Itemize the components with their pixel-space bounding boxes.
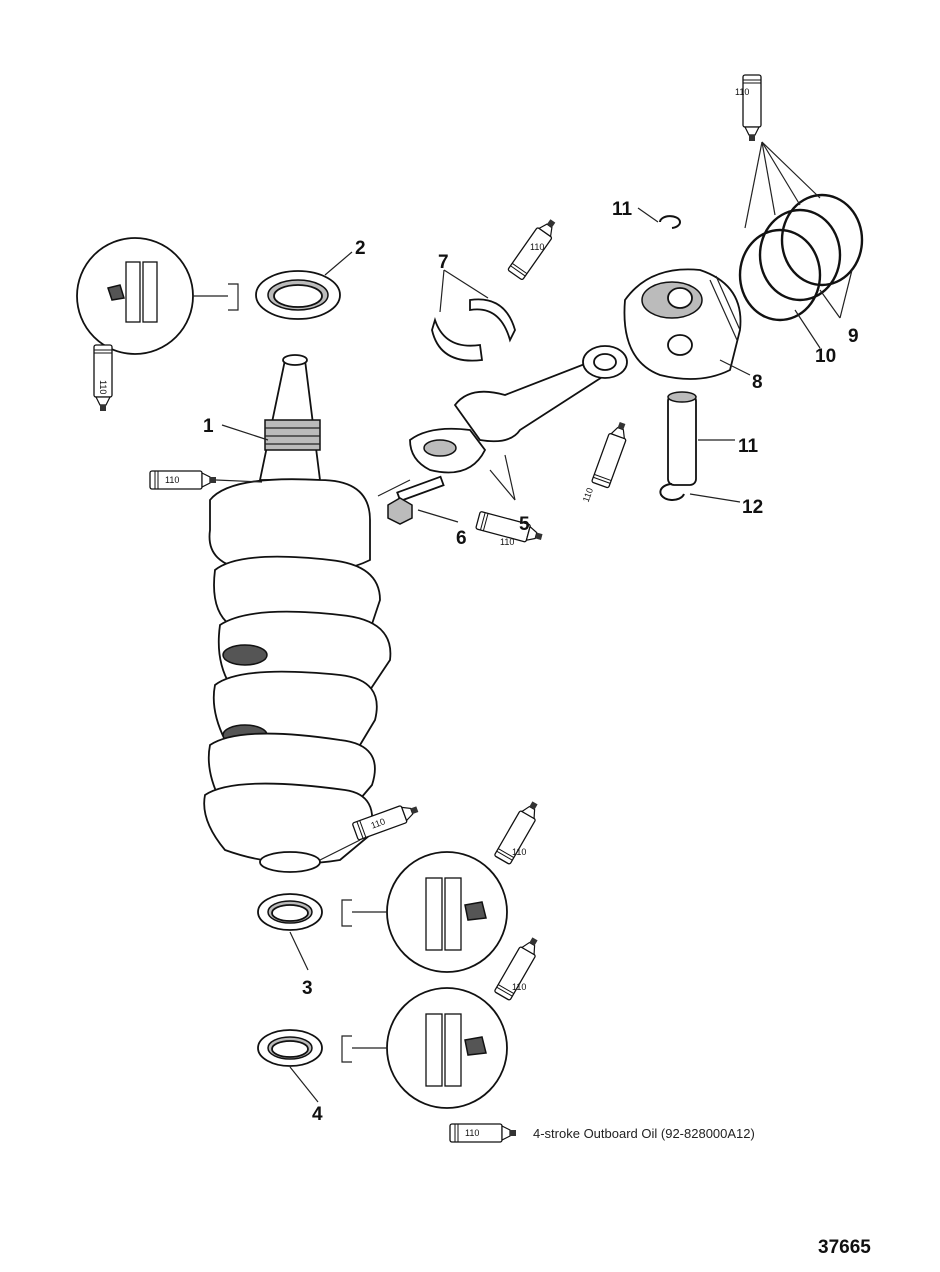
callout-11-pin: 11: [738, 436, 759, 457]
callout-8: 8: [752, 372, 763, 393]
lubricant-tube-rings: [742, 74, 762, 142]
callout-12: 12: [742, 497, 763, 518]
seal-install-detail-upper: [76, 237, 239, 355]
piston-rings: [738, 193, 864, 322]
connecting-rod-bearing: [431, 298, 516, 362]
lubricant-tube-crank-bottom: 110: [351, 800, 422, 841]
svg-text:110: 110: [98, 380, 108, 394]
callout-7: 7: [438, 252, 449, 273]
seal-install-detail-lower: [341, 987, 508, 1109]
svg-text:110: 110: [370, 816, 387, 830]
callout-1: 1: [203, 416, 214, 437]
crankshaft: [203, 354, 392, 873]
svg-text:110: 110: [581, 486, 595, 503]
callout-9: 9: [848, 326, 859, 347]
legend: 110 4-stroke Outboard Oil (92-828000A12): [449, 1123, 755, 1143]
svg-text:110: 110: [530, 242, 544, 252]
callout-2: 2: [355, 238, 366, 259]
legend-text: 4-stroke Outboard Oil (92-828000A12): [533, 1126, 755, 1141]
piston-pin-clip-bottom: [659, 483, 685, 501]
svg-text:110: 110: [165, 475, 179, 485]
upper-seal: [255, 270, 341, 320]
lubricant-tube-rod: [590, 419, 632, 489]
legend-tube-icon: [449, 1123, 517, 1143]
svg-text:110: 110: [735, 87, 749, 97]
lubricant-tube-upper-detail: [93, 344, 113, 412]
lower-seal: [257, 893, 323, 931]
seal-install-detail-middle: [341, 851, 508, 973]
callout-6: 6: [456, 528, 467, 549]
callout-4: 4: [312, 1104, 323, 1125]
connecting-rod: [409, 345, 628, 474]
piston-pin-clip-top: [659, 215, 681, 229]
piston-pin: [667, 391, 697, 486]
svg-text:110: 110: [512, 982, 526, 992]
legend-code: 110: [465, 1128, 479, 1138]
callout-5: 5: [519, 514, 530, 535]
leader-lines: [221, 207, 853, 1103]
document-number: 37665: [818, 1237, 871, 1258]
svg-text:110: 110: [500, 537, 514, 547]
piston: [623, 268, 742, 380]
lubricant-tube-crankshaft: 110: [149, 470, 217, 490]
rod-bolt: [387, 475, 445, 525]
callout-3: 3: [302, 978, 313, 999]
lower-seal-alt: [257, 1029, 323, 1067]
svg-text:110: 110: [512, 847, 526, 857]
callout-11-top: 11: [612, 199, 633, 220]
callout-10: 10: [815, 346, 836, 367]
